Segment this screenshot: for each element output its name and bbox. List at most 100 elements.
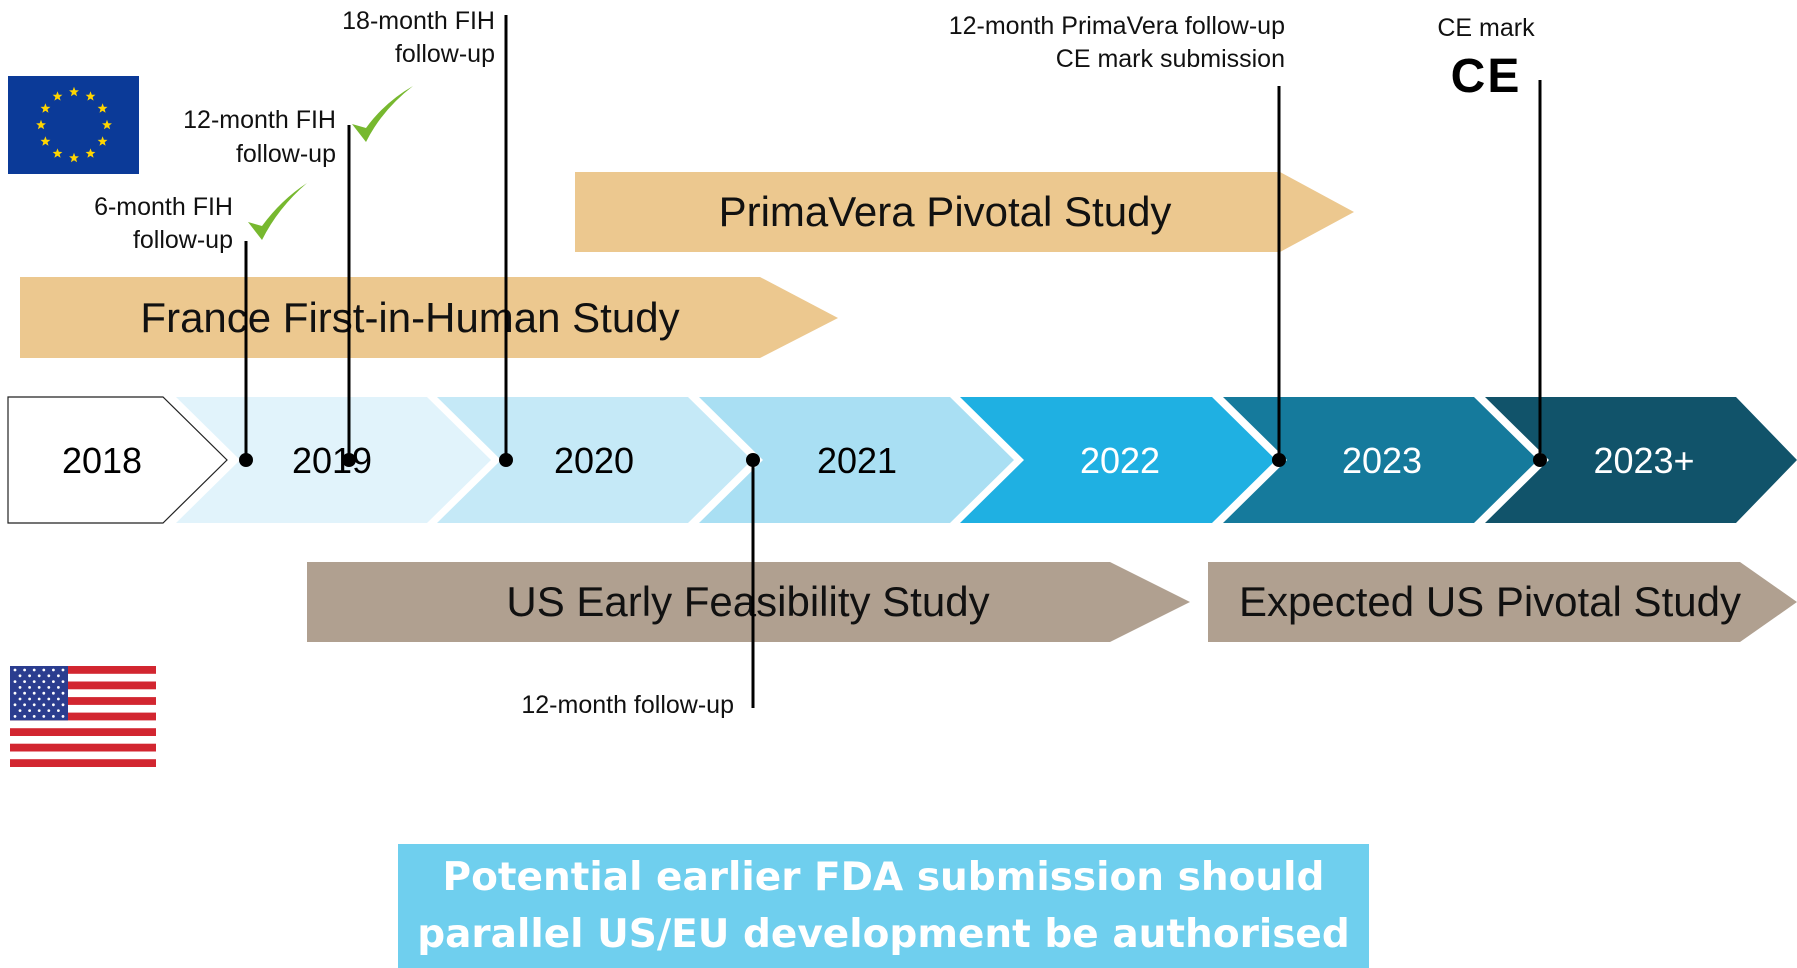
- us-flag-star: [57, 686, 60, 689]
- us-flag-stripe: [10, 728, 156, 736]
- year-chevron-2023: [1223, 397, 1538, 523]
- us-flag-star: [32, 680, 36, 683]
- callout-line-1: Potential earlier FDA submission should: [442, 855, 1325, 900]
- us-flag-star: [52, 715, 55, 718]
- us-flag-star: [18, 697, 22, 701]
- us-flag-star: [32, 703, 36, 707]
- eu-star: [69, 86, 79, 97]
- us-flag-star: [47, 686, 51, 689]
- eu-star: [52, 148, 63, 158]
- check-icon-fih-6m: [248, 183, 307, 240]
- check-icon-fih-12m: [352, 86, 413, 142]
- eu-star: [40, 136, 51, 146]
- milestone-lines: [244, 15, 1542, 708]
- eu-star: [36, 119, 46, 130]
- fih-18m-label-line1: 18-month FIH: [342, 7, 495, 35]
- us-pivotal-study-arrow: [1208, 562, 1797, 642]
- us-flag-star: [52, 703, 55, 707]
- us-flag-stripe: [10, 759, 156, 767]
- us-flag-star: [52, 680, 55, 683]
- us-efs-study-label: US Early Feasibility Study: [506, 578, 989, 625]
- us-flag-star: [18, 709, 22, 712]
- ce-mark-label: CE mark: [1437, 14, 1535, 42]
- us-flag-star: [42, 703, 46, 707]
- us-flag-star: [13, 668, 17, 672]
- milestone-dot-fih-12m: [342, 453, 356, 467]
- us-flag-stripe: [10, 743, 156, 752]
- us-flag-star: [18, 686, 22, 689]
- us-flag-star: [37, 686, 41, 689]
- primavera-study-label: PrimaVera Pivotal Study: [719, 188, 1172, 235]
- us-flag-star: [13, 680, 17, 683]
- us-flag-star: [52, 691, 55, 695]
- milestone-dot-ce-mark: [1533, 453, 1547, 467]
- milestone-dot-fih-6m: [239, 453, 253, 467]
- us-flag-star: [42, 715, 46, 718]
- us-flag-star: [37, 697, 41, 701]
- us-flag-star: [52, 668, 55, 672]
- us-flag-star: [32, 715, 36, 718]
- year-label-2023plus: 2023+: [1593, 440, 1694, 481]
- milestone-dot-fih-18m: [499, 453, 513, 467]
- us-flag-star: [23, 703, 26, 707]
- us-flag-star: [57, 709, 60, 712]
- us-flag-star: [42, 680, 46, 683]
- eu-star: [40, 103, 51, 113]
- us-flag-star: [13, 715, 17, 718]
- us-flag-star: [57, 674, 60, 678]
- us-flag-star: [61, 715, 65, 718]
- eu-star: [97, 103, 108, 113]
- us-flag-star: [32, 691, 36, 695]
- us-flag-star: [13, 703, 17, 707]
- year-label-2018: 2018: [62, 440, 142, 481]
- ce-mark-icon: CE: [1451, 50, 1522, 103]
- us-flag-stripe: [10, 697, 156, 705]
- year-chevron-2022: [960, 397, 1276, 523]
- us-flag-stripe: [10, 712, 156, 721]
- eu-star: [52, 91, 63, 101]
- primavera-study-arrow: [575, 172, 1354, 252]
- us-flag-star: [61, 691, 65, 695]
- fda-submission-callout: Potential earlier FDA submission should …: [398, 844, 1369, 968]
- fih-12m-label-line2: follow-up: [236, 140, 336, 168]
- eu-star: [85, 148, 96, 158]
- year-label-2022: 2022: [1080, 440, 1160, 481]
- eu-star: [85, 91, 96, 101]
- us-flag-star: [23, 680, 26, 683]
- milestone-dots: [239, 453, 1547, 467]
- eu-star: [69, 152, 79, 163]
- fih-12m-label-line1: 12-month FIH: [183, 106, 336, 134]
- us-flag-star: [23, 668, 26, 672]
- us-flag-star: [23, 715, 26, 718]
- eu-star: [102, 119, 112, 130]
- year-label-2020: 2020: [554, 440, 634, 481]
- us-flag-star: [18, 674, 22, 678]
- efs-12m-label: 12-month follow-up: [521, 691, 734, 719]
- year-chevron-2018: [7, 396, 228, 524]
- us-flag-star: [23, 691, 26, 695]
- milestone-dot-efs-12m: [746, 453, 760, 467]
- us-pivotal-study-label: Expected US Pivotal Study: [1239, 578, 1741, 625]
- eu-flag-icon: [8, 76, 139, 174]
- us-efs-study-arrow: [307, 562, 1190, 642]
- us-flag-star: [28, 697, 31, 701]
- us-flag-star: [47, 697, 51, 701]
- year-label-2023: 2023: [1342, 440, 1422, 481]
- us-flag-star: [61, 703, 65, 707]
- us-flag-stripe: [10, 681, 156, 690]
- us-flag-star: [28, 686, 31, 689]
- us-flag-star: [37, 674, 41, 678]
- us-flag-star: [13, 691, 17, 695]
- us-flag-star: [37, 709, 41, 712]
- milestone-dot-primavera-12m: [1272, 453, 1286, 467]
- year-chevron-2023plus: [1485, 397, 1797, 523]
- us-flag-star: [42, 691, 46, 695]
- year-chevron-2021: [699, 397, 1014, 523]
- year-chevron-2019: [176, 397, 491, 523]
- primavera-12m-label-line2: CE mark submission: [1056, 45, 1285, 73]
- us-flag-star: [61, 668, 65, 672]
- us-flag-icon: [10, 666, 156, 767]
- year-label-2021: 2021: [817, 440, 897, 481]
- callout-line-2: parallel US/EU development be authorised: [417, 912, 1350, 957]
